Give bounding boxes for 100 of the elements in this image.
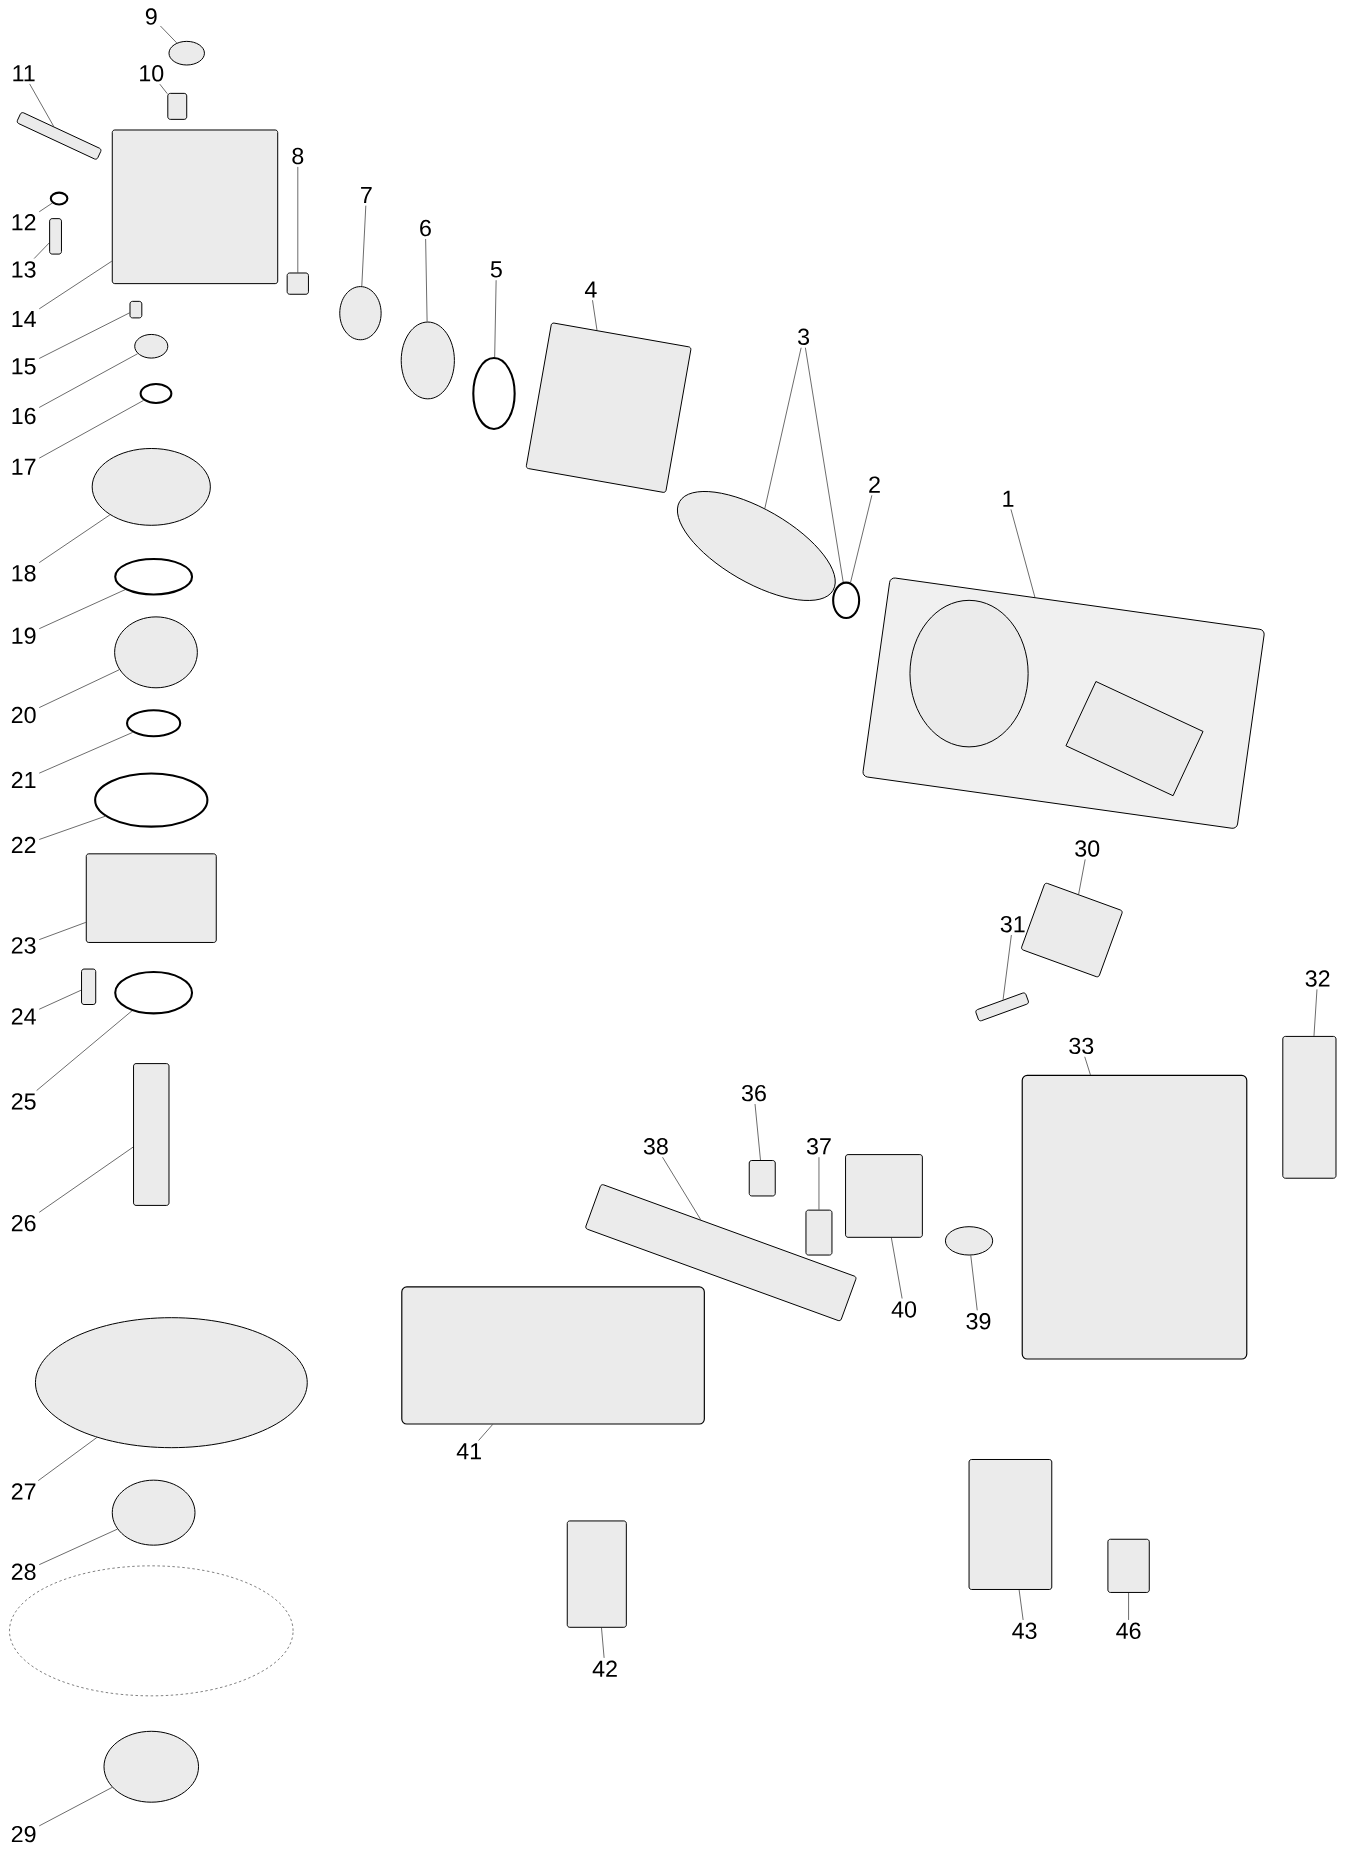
leader-line — [494, 279, 497, 358]
leader-line — [754, 1103, 761, 1161]
callout-number: 23 — [12, 937, 36, 954]
leader-line — [39, 202, 53, 213]
part-drawing — [114, 616, 199, 689]
part-drawing — [112, 129, 279, 285]
leader-line — [159, 83, 168, 94]
part-drawing — [168, 40, 206, 66]
callout-number: 3 — [798, 328, 810, 346]
callout-number: 38 — [644, 1138, 668, 1155]
part-drawing — [585, 1184, 857, 1322]
leader-line — [39, 816, 106, 840]
part-drawing — [401, 1286, 706, 1425]
callout-number: 14 — [12, 311, 37, 328]
part-drawing — [94, 772, 209, 828]
part-drawing — [133, 1063, 170, 1206]
callout-number: 25 — [12, 1093, 36, 1110]
leader-line — [1078, 859, 1086, 895]
leader-line — [478, 1424, 494, 1441]
part-drawing — [49, 218, 63, 255]
callout-number: 36 — [742, 1084, 767, 1102]
callout-number: 15 — [12, 358, 36, 375]
part-drawing — [167, 92, 188, 120]
callout-number: 37 — [807, 1138, 831, 1155]
leader-line — [39, 1528, 118, 1565]
part-drawing — [134, 333, 169, 359]
callout-number: 20 — [12, 706, 36, 724]
callout-number: 4 — [585, 281, 597, 298]
leader-line — [39, 400, 145, 459]
part-drawing — [472, 357, 516, 431]
leader-line — [39, 353, 139, 408]
callout-number: 40 — [891, 1301, 917, 1318]
leader-line — [425, 238, 428, 322]
callout-number: 24 — [12, 1008, 37, 1025]
part-drawing — [16, 112, 102, 160]
leader-line — [38, 1437, 98, 1481]
leader-line — [39, 260, 113, 310]
callout-number: 26 — [12, 1214, 36, 1232]
leader-line — [39, 1146, 134, 1213]
part-drawing — [845, 1154, 924, 1238]
callout-number: 8 — [292, 147, 304, 165]
leader-line — [1128, 1592, 1130, 1621]
part-drawing — [103, 1730, 200, 1803]
callout-number: 31 — [1000, 915, 1025, 933]
callout-number: 42 — [592, 1660, 618, 1677]
part-drawing — [1107, 1538, 1150, 1593]
callout-number: 30 — [1075, 840, 1100, 857]
part-drawing — [81, 968, 97, 1005]
part-drawing — [1021, 1074, 1248, 1360]
part-drawing — [126, 709, 182, 738]
leader-line — [160, 25, 178, 44]
part-drawing — [139, 383, 173, 405]
leader-line — [850, 495, 873, 583]
callout-number: 2 — [869, 476, 881, 493]
part-drawing — [832, 581, 861, 620]
callout-number: 33 — [1069, 1037, 1094, 1055]
callout-number: 21 — [12, 771, 36, 789]
part-drawing — [1282, 1035, 1337, 1179]
callout-number: 28 — [12, 1563, 36, 1580]
leader-line — [29, 83, 55, 127]
leader-line — [39, 514, 111, 563]
leader-line — [1019, 1589, 1024, 1621]
part-drawing — [677, 491, 836, 601]
leader-line — [39, 589, 126, 629]
leader-line — [39, 922, 87, 940]
part-drawing — [50, 191, 69, 206]
callout-number: 27 — [12, 1483, 36, 1500]
callout-number: 11 — [13, 65, 35, 82]
leader-line — [592, 299, 598, 331]
part-drawing — [400, 321, 456, 400]
part-drawing — [114, 970, 194, 1015]
callout-number: 10 — [140, 65, 164, 82]
part-drawing — [114, 557, 194, 596]
callout-number: 17 — [12, 458, 36, 475]
part-drawing — [91, 448, 212, 526]
leader-line — [891, 1237, 903, 1299]
leader-line — [297, 166, 299, 273]
callout-number: 1 — [1003, 490, 1014, 507]
leader-line — [36, 1010, 133, 1091]
callout-number: 41 — [457, 1443, 482, 1460]
leader-line — [818, 1156, 820, 1210]
leader-line — [970, 1255, 978, 1311]
part-drawing — [945, 1226, 994, 1256]
callout-number: 46 — [1116, 1622, 1141, 1640]
part-drawing — [86, 853, 217, 943]
part-drawing — [339, 286, 382, 341]
callout-number: 18 — [12, 564, 36, 582]
leader-line — [361, 205, 367, 287]
callout-number: 29 — [12, 1825, 36, 1843]
part-drawing — [968, 1459, 1053, 1590]
leader-line — [39, 669, 120, 708]
part-drawing — [112, 1479, 196, 1546]
callout-number: 39 — [966, 1313, 991, 1330]
callout-number: 9 — [146, 8, 157, 25]
callout-number: 43 — [1012, 1622, 1037, 1640]
leader-line — [39, 989, 82, 1010]
leader-line — [1084, 1056, 1091, 1076]
leader-line — [1003, 934, 1012, 1000]
part-drawing — [566, 1520, 628, 1628]
leader-line — [39, 732, 134, 774]
